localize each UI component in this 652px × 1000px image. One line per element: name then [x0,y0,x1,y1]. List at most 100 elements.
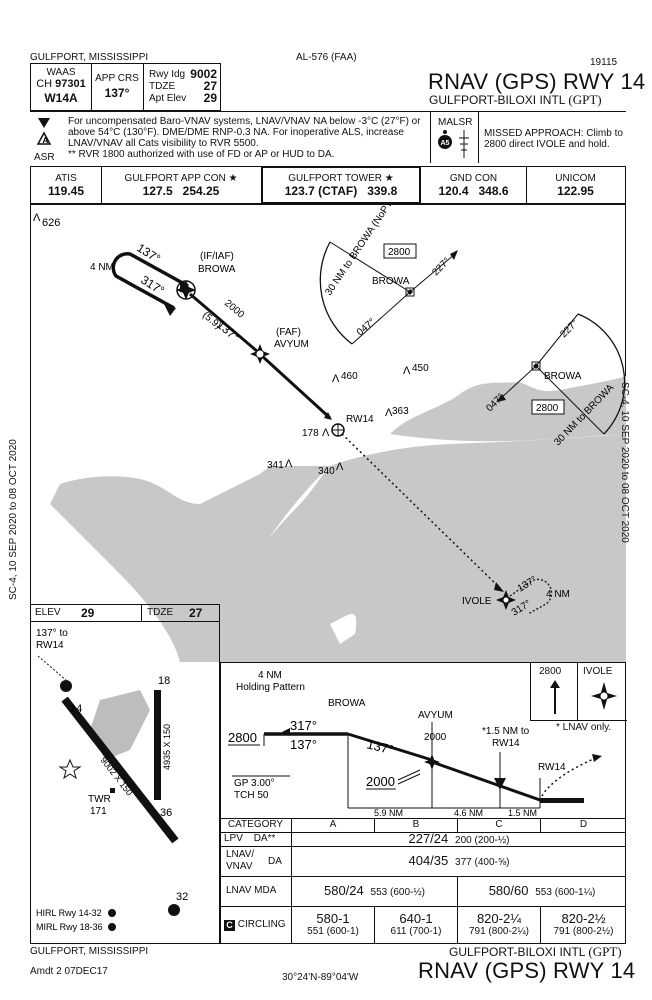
circ-d-sub: 791 (800-2½) [553,926,614,937]
footer-airport: GULFPORT-BILOXI INTL (GPT) [449,944,622,960]
ivole-fix-icon[interactable] [496,590,516,610]
lnavvnav-sub: 377 (400-⅝) [455,857,510,868]
lnav-cd-value: 580/60 [488,883,529,898]
svg-text:Λ: Λ [322,427,330,439]
footer-coordinates: 30°24'N-89°04'W [282,972,359,983]
obstacle-626: 626 [42,217,60,229]
comm-app-name: GULFPORT APP CON ★ [124,173,238,184]
minima-circling-label: C CIRCLING [220,906,292,944]
minima-lnav-label: LNAV MDA [220,876,292,906]
side-validity-left: SC-4, 10 SEP 2020 to 08 OCT 2020 [8,439,19,600]
profile-crs-317: 317° [290,718,317,733]
comms-strip: ATIS 119.45 GULFPORT APP CON ★ 127.5 254… [30,166,626,204]
iaf-label: (IF/IAF) [200,251,234,262]
taa-north-altitude: 2800 [388,247,411,258]
taa-sector-east [496,313,626,435]
comm-tower: GULFPORT TOWER ★ 123.7 (CTAF) 339.8 [261,166,421,204]
final-segment [260,354,332,420]
lnav-ab-value: 580/24 [323,883,364,898]
svg-text:Λ: Λ [403,365,411,377]
rwy-32-label: 32 [176,891,188,903]
holding-pattern-browa [111,251,189,310]
comm-atis: ATIS 119.45 [31,167,102,203]
minima-lnav-cd: 580/60 553 (600-1¼) [458,876,626,906]
ma-fix: IVOLE [583,666,613,677]
svg-text:Λ: Λ [285,458,293,470]
mirl-note: MIRL Rwy 18-36 [36,922,103,932]
profile-tch: TCH 50 [234,790,269,801]
ad-elev-value: 29 [81,606,95,620]
ad-tdze-value: 27 [189,606,203,620]
airport-diagram-header: ELEV 29 TDZE 27 [31,605,219,622]
rwy-idg-label: Rwy Idg [149,69,186,80]
comm-unicom-freq: 122.95 [557,184,594,198]
waas-id: W14A [44,91,78,105]
profile-runway [540,798,584,803]
lpv-da-text: DA** [253,833,276,844]
circ-b-sub: 611 (700-1) [390,926,442,937]
profile-alt-2000: 2000 [366,774,395,789]
profile-step-2 [431,760,541,802]
obstacle-460: 460 [341,371,358,382]
ivole-holding-pattern [509,578,553,615]
faf-label: (FAF) [276,327,301,338]
missed-line-1: MISSED APPROACH: Climb to [484,128,623,139]
comm-tower-freq: 123.7 (CTAF) 339.8 [284,184,398,198]
profile-avyum-fix-icon [424,754,440,770]
profile-avyum: AVYUM [418,710,453,721]
minima-cat-c: C [458,818,541,832]
ch-label: CH [36,78,53,90]
ch-row: CH 97301 [31,78,91,91]
comm-app-freq: 127.5 254.25 [142,184,220,198]
profile-alt-2800: 2800 [228,730,257,745]
segment-alt-2000: 2000 [222,298,246,321]
minima-cat-d: D [579,819,588,830]
alternate-a-glyph: A [43,136,49,145]
runway-18-36 [154,690,161,800]
comm-tower-name: GULFPORT TOWER ★ [288,173,394,184]
ad-note-crs: 137° to [36,628,68,639]
obstacle-341: 341 [267,460,284,471]
malsr-lighting-icon: A5 [438,130,469,158]
obstacle-340: 340 [318,466,335,477]
comm-unicom: UNICOM 122.95 [526,167,625,203]
hirl-note: HIRL Rwy 14-32 [36,908,102,918]
lnavvnav-value: 404/35 [408,853,449,868]
initial-segment [189,292,259,354]
airport-code: (GPT) [568,92,602,107]
ma-altitude: 2800 [539,666,562,677]
ivole-hold-distance: 4 NM [546,589,570,600]
rw14-label: RW14 [346,414,374,425]
taa-east-browa: BROWA [544,371,582,382]
waas-label: WAAS [46,67,76,78]
comm-unicom-name: UNICOM [555,173,596,184]
land-mass-south [220,434,626,662]
obstacle-363: 363 [392,406,409,417]
browa-fix-icon[interactable] [176,280,196,300]
svg-text:Λ: Λ [385,407,393,419]
svg-text:Λ: Λ [332,373,340,385]
minima-lnav-ab: 580/24 553 (600-½) [292,876,458,906]
lnav-only-note: * LNAV only. [556,722,612,733]
apron [90,690,150,760]
header-location: GULFPORT, MISSISSIPPI [30,52,149,63]
rwy-14-label: 14 [70,703,82,715]
notes-rule [30,111,626,112]
notes-text: For uncompensated Baro-VNAV systems, LNA… [68,116,424,160]
hold-distance: 4 NM [90,262,114,273]
lnavvnav-label-2: VNAV [226,861,253,872]
profile-crs-137b: 137° [365,736,395,757]
browa-label: BROWA [198,264,236,275]
circ-d-value: 820-2½ [561,911,606,926]
profile-gp: GP 3.00° [234,778,275,789]
taa-east-altitude: 2800 [536,403,559,414]
minima-lnavvnav-label: LNAV/ VNAV DA [220,846,292,876]
land-mass-west [50,466,330,662]
avyum-fix-icon[interactable] [250,344,270,364]
minima-circ-d: 820-2½ 791 (800-2½) [541,906,626,944]
hold-arrow-2 [164,304,176,316]
profile-top-rule [220,662,626,663]
app-crs-label: APP CRS [95,73,139,84]
vdp-arrow [494,778,506,790]
